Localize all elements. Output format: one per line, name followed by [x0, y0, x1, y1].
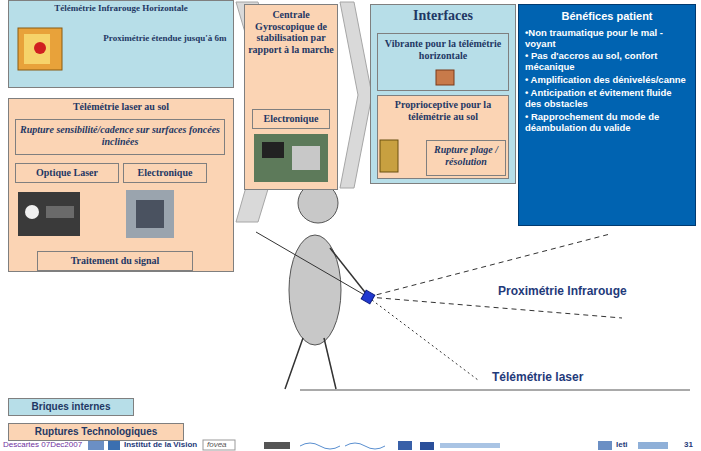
box-heading: Télémétrie Infrarouge Horizontale [9, 1, 233, 15]
legend-text: Briques internes [9, 399, 133, 415]
box-text: •Non traumatique pour le mal - voyant [519, 27, 695, 51]
person-leg [285, 338, 303, 389]
board-picture [254, 134, 328, 182]
box-heading: Centrale Gyroscopique de stabilisation p… [245, 5, 337, 57]
logo [264, 442, 290, 449]
logo [108, 441, 120, 450]
logo [598, 441, 612, 450]
chip-picture [126, 190, 174, 238]
person-leg [324, 338, 336, 389]
beam-label: Télémétrie laser [492, 370, 583, 384]
inner-box: Vibrante pour la télémétrie horizontale [377, 33, 509, 91]
inner-box: Traitement du signal [37, 251, 193, 271]
legend-text: Ruptures Technologiques [9, 424, 183, 440]
box-heading: Optique Laser [16, 164, 118, 181]
panel-box: Télémétrie Infrarouge HorizontaleProximé… [8, 0, 234, 88]
box-heading: Télémétrie laser au sol [9, 99, 233, 115]
beam-label: Proximétrie Infrarouge [498, 284, 627, 298]
box-heading: Rupture plage / résolution [427, 141, 505, 169]
box-text: Proximétrie étendue jusqu'à 6m [95, 31, 235, 45]
proprioceptive-picture [380, 140, 398, 172]
panel-box: Télémétrie laser au solRupture sensibili… [8, 98, 234, 272]
panel-box: InterfacesVibrante pour la télémétrie ho… [370, 4, 516, 184]
box-heading: Electronique [124, 164, 206, 181]
legend-swatch: Ruptures Technologiques [8, 423, 184, 441]
ir-sensor-picture [34, 42, 46, 54]
page-number: 31 [684, 440, 693, 449]
inner-box: Optique Laser [15, 163, 119, 183]
box-heading: Bénéfices patient [519, 5, 695, 27]
inner-box: Electronique [123, 163, 207, 183]
panel-box: Centrale Gyroscopique de stabilisation p… [244, 4, 338, 190]
flow-chevron [340, 2, 372, 188]
ir-sensor-picture [18, 28, 62, 70]
logo [420, 442, 434, 450]
box-heading: Traitement du signal [38, 252, 192, 269]
inner-box: Proprioceptive pour la télémétrie au sol… [377, 95, 509, 179]
box-heading: Rupture sensibilité/cadence sur surfaces… [16, 120, 224, 149]
logo-text: fovea [207, 440, 227, 449]
person-arm [330, 248, 368, 296]
logo [440, 443, 500, 448]
box-heading: Interfaces [371, 5, 515, 26]
logo [398, 441, 412, 450]
ir-sensor-picture [24, 34, 50, 64]
vibrator-picture [436, 70, 454, 85]
sensor-handle [361, 290, 375, 304]
board-picture [292, 146, 320, 170]
ground-line [300, 390, 690, 391]
cane-line [256, 232, 368, 297]
box-text: • Amplification des dénivelés/canne [519, 74, 695, 87]
panel-box: Bénéfices patient•Non traumatique pour l… [518, 4, 696, 226]
laser-beam [368, 297, 478, 380]
box-heading: Vibrante pour la télémétrie horizontale [378, 34, 508, 63]
inner-box: Rupture plage / résolution [426, 140, 506, 176]
box-text: • Rapprochement du mode de déambulation … [519, 111, 695, 135]
box-text: • Anticipation et évitement fluide des o… [519, 87, 695, 111]
logo-text: leti [616, 440, 628, 449]
ir-beam [368, 297, 622, 318]
logo [345, 443, 385, 449]
laser-optics-picture [18, 192, 80, 236]
chip-picture [136, 200, 164, 228]
inner-box: Electronique [252, 109, 330, 129]
logo [88, 441, 104, 450]
logo-text: Institut de la Vision [124, 440, 197, 449]
laser-optics-picture [25, 205, 39, 219]
logo-frame [203, 440, 235, 450]
board-picture [262, 142, 284, 158]
laser-optics-picture [46, 206, 74, 218]
box-text: • Pas d'accros au sol, confort mécanique [519, 50, 695, 74]
legend-swatch: Briques internes [8, 398, 134, 416]
box-heading: Proprioceptive pour la télémétrie au sol [378, 96, 508, 124]
logo [300, 443, 340, 449]
logo [638, 442, 668, 449]
box-heading: Electronique [253, 110, 329, 127]
inner-box: Rupture sensibilité/cadence sur surfaces… [15, 119, 225, 155]
footer-text: Descartes 07Dec2007 [3, 440, 82, 449]
